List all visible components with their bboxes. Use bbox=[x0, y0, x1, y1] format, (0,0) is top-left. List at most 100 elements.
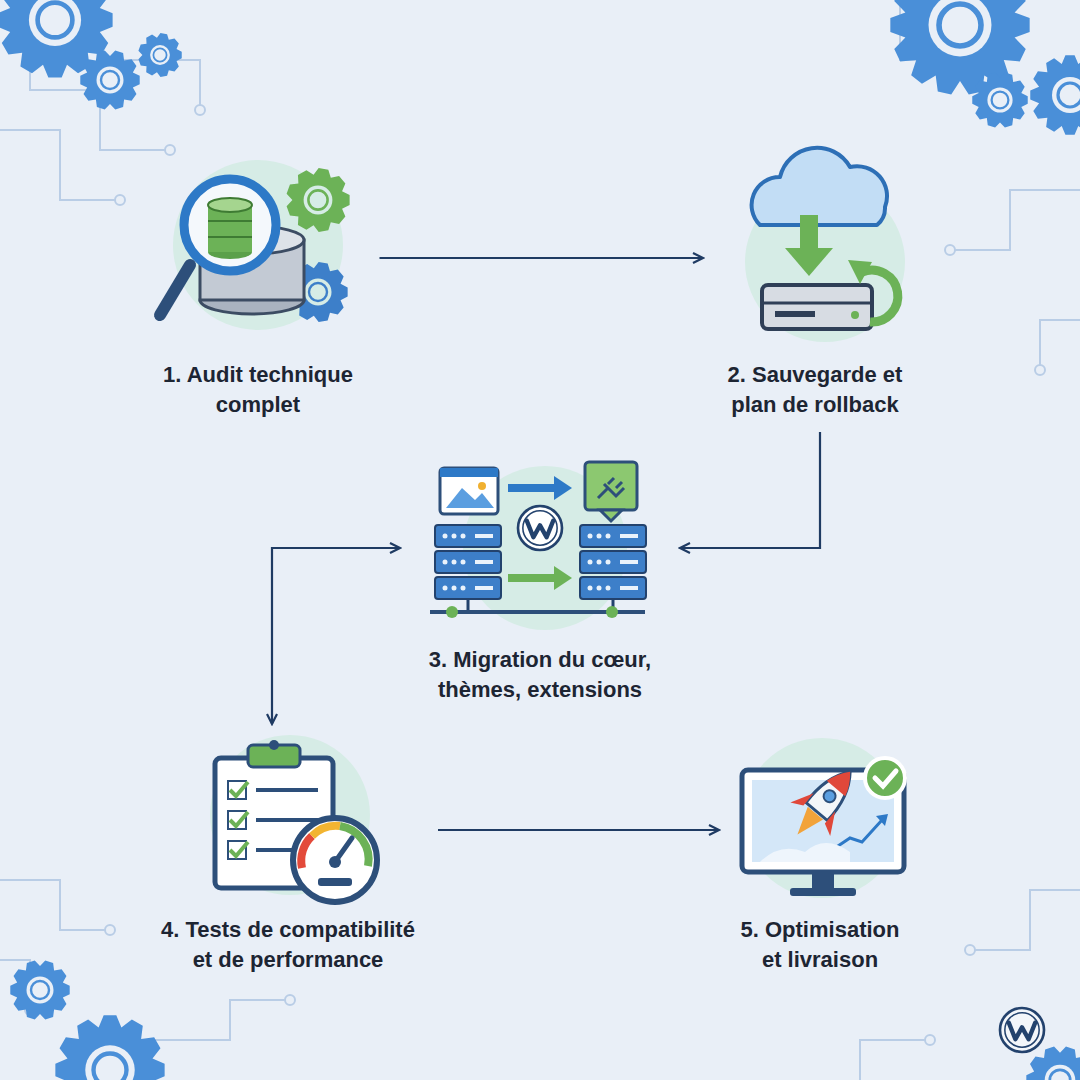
circuit-lines bbox=[25, 55, 1045, 1045]
delivery-icon bbox=[790, 888, 856, 896]
wordpress-logo bbox=[1009, 1023, 1035, 1040]
migration-icon bbox=[446, 488, 494, 508]
gear bbox=[10, 960, 69, 1019]
migration-icon bbox=[588, 534, 593, 539]
step-label: 1. Audit technique complet bbox=[151, 360, 366, 420]
gear bbox=[138, 33, 181, 77]
gear bbox=[1026, 1047, 1080, 1080]
delivery-icon bbox=[790, 807, 823, 841]
circuit-lines bbox=[950, 190, 1080, 250]
wordpress-logo bbox=[1000, 1008, 1044, 1052]
tests-icon bbox=[256, 848, 292, 852]
migration-icon bbox=[443, 534, 448, 539]
flow-arrow bbox=[680, 432, 820, 548]
migration-icon bbox=[554, 566, 572, 590]
tests-icon bbox=[293, 818, 377, 902]
migration-icon bbox=[518, 506, 562, 550]
migration-icon bbox=[508, 484, 554, 492]
audit-icon bbox=[208, 198, 252, 212]
tests-icon bbox=[230, 842, 248, 856]
tests-icon bbox=[256, 818, 318, 822]
migration-icon bbox=[597, 586, 602, 591]
audit-icon bbox=[184, 179, 276, 271]
gear bbox=[10, 960, 69, 1019]
migration-icon bbox=[452, 560, 457, 565]
process-step: 5. Optimisation et livraison bbox=[723, 735, 917, 981]
circuit-lines bbox=[195, 105, 205, 115]
migration-icon bbox=[597, 560, 602, 565]
step-label: 3. Migration du cœur, thèmes, extensions bbox=[414, 645, 666, 705]
migration-icon bbox=[435, 551, 501, 573]
backup-icon bbox=[775, 311, 815, 317]
migration-icon bbox=[600, 510, 622, 521]
gear bbox=[85, 1045, 135, 1080]
backup-icon bbox=[752, 148, 887, 225]
migration-icon bbox=[440, 468, 498, 477]
migration-icon bbox=[620, 560, 638, 564]
step-label: 2. Sauvegarde et plan de rollback bbox=[717, 360, 913, 420]
gear bbox=[153, 48, 166, 61]
tests-icon bbox=[256, 788, 318, 792]
circuit-lines bbox=[970, 890, 1080, 950]
circuit-lines bbox=[925, 1035, 935, 1045]
migration-icon bbox=[518, 506, 562, 550]
step-label: 4. Tests de compatibilité et de performa… bbox=[152, 915, 424, 975]
migration-icon bbox=[440, 468, 498, 514]
migration-icon bbox=[588, 560, 593, 565]
gear bbox=[1045, 1065, 1076, 1080]
gear bbox=[80, 50, 139, 109]
circuit-lines bbox=[285, 995, 295, 1005]
migration-icon bbox=[443, 586, 448, 591]
audit-icon bbox=[160, 160, 350, 330]
migration-icon bbox=[446, 606, 458, 618]
gear bbox=[55, 1015, 164, 1080]
circuit-lines bbox=[1035, 365, 1045, 375]
gear bbox=[1052, 77, 1080, 113]
gear bbox=[929, 0, 992, 57]
delivery-icon bbox=[832, 820, 882, 850]
migration-icon bbox=[598, 478, 624, 498]
migration-icon bbox=[620, 586, 638, 590]
wordpress-logo bbox=[1005, 1013, 1039, 1047]
tests-icon bbox=[318, 878, 352, 886]
migration-icon bbox=[597, 534, 602, 539]
gear bbox=[287, 168, 350, 232]
migration-icon bbox=[461, 534, 466, 539]
gear bbox=[29, 0, 81, 46]
gear bbox=[1030, 55, 1080, 134]
gear bbox=[987, 87, 1012, 112]
tests-icon bbox=[210, 735, 377, 902]
tests-icon bbox=[312, 826, 340, 836]
delivery-icon bbox=[821, 811, 844, 836]
gear bbox=[1050, 1070, 1070, 1080]
migration-icon bbox=[475, 534, 493, 538]
delivery-icon bbox=[742, 738, 905, 898]
gear bbox=[27, 977, 54, 1004]
process-step: 2. Sauvegarde et plan de rollback bbox=[707, 140, 923, 426]
migration-icon bbox=[585, 462, 637, 510]
migration-icon bbox=[580, 551, 646, 573]
flow-arrow bbox=[272, 548, 400, 724]
circuit-lines bbox=[150, 1000, 290, 1080]
migration-icon bbox=[475, 560, 493, 564]
migration-icon bbox=[443, 560, 448, 565]
migration-icon bbox=[580, 577, 646, 599]
migration-icon bbox=[478, 482, 486, 490]
audit-icon bbox=[160, 265, 190, 315]
gear bbox=[150, 45, 170, 65]
migration-icon bbox=[606, 586, 611, 591]
audit-icon bbox=[208, 236, 252, 238]
gear bbox=[94, 1054, 127, 1080]
process-step: 3. Migration du cœur, thèmes, extensions bbox=[404, 455, 676, 711]
circuit-lines bbox=[0, 880, 110, 930]
circuit-lines bbox=[165, 145, 175, 155]
gear bbox=[1030, 55, 1080, 134]
gear bbox=[1026, 1047, 1080, 1080]
tests-icon bbox=[230, 782, 248, 796]
gear bbox=[972, 72, 1027, 127]
delivery-icon bbox=[821, 788, 838, 805]
migration-icon bbox=[606, 560, 611, 565]
gear bbox=[31, 981, 49, 999]
gear bbox=[97, 67, 124, 94]
